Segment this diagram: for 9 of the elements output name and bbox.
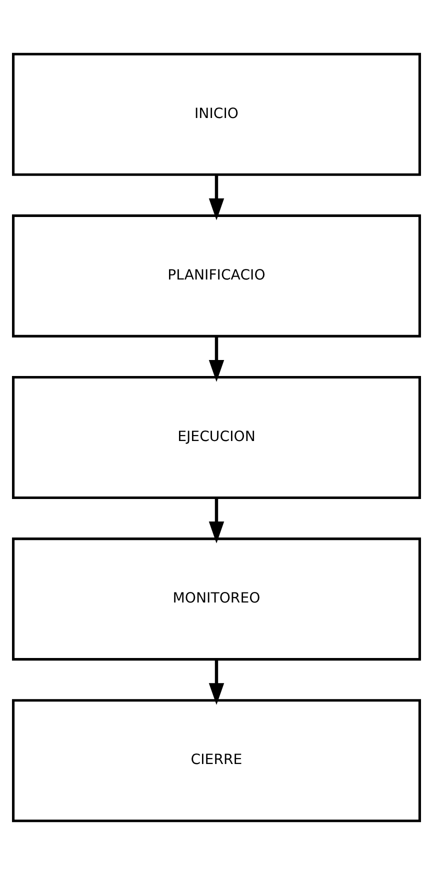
node-box: MONITOREO [12, 538, 421, 661]
arrow [208, 174, 224, 220]
node-box: PLANIFICACIO [12, 214, 421, 338]
arrow [208, 336, 224, 382]
arrow [208, 660, 224, 705]
node-box: EJECUCION [12, 376, 421, 500]
node-box: INICIO [12, 52, 421, 176]
arrow [208, 498, 224, 544]
node-box: CIERRE [12, 699, 421, 822]
